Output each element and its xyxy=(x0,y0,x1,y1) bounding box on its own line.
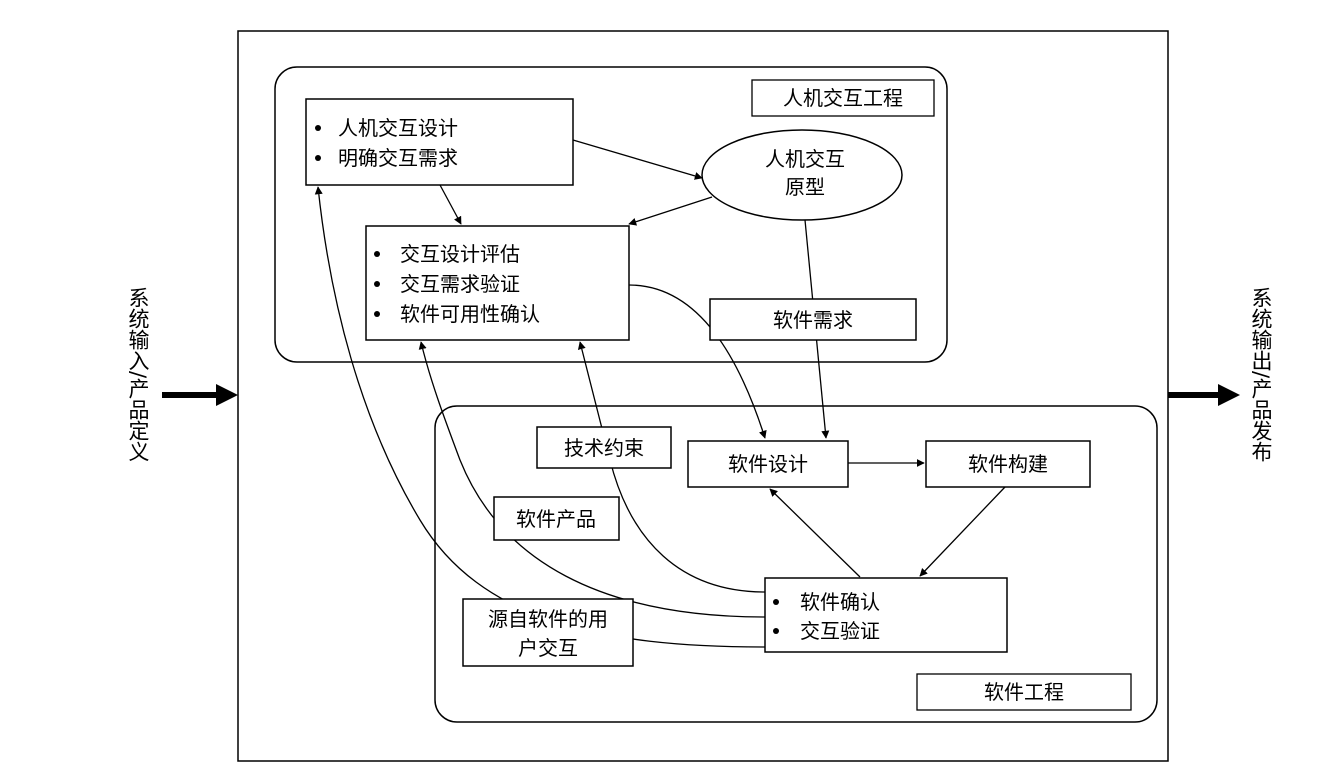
software-construction-box: 软件构建 xyxy=(925,440,1091,488)
hci-design-item: 明确交互需求 xyxy=(338,146,458,170)
hci-engineering-region xyxy=(274,66,948,363)
user-interaction-line: 源自软件的用 xyxy=(488,607,608,631)
bullet xyxy=(773,628,779,634)
bullet xyxy=(374,251,380,257)
software-design-box: 软件设计 xyxy=(687,440,849,488)
software-product-box: 软件产品 xyxy=(493,496,620,541)
bullet xyxy=(315,125,321,131)
technical-constraints-label: 技术约束 xyxy=(564,436,644,460)
hci-engineering-label: 人机交互工程 xyxy=(783,86,903,110)
evaluation-item: 交互设计评估 xyxy=(400,242,520,266)
input-arrow xyxy=(162,384,238,406)
hci-design-box: 人机交互设计 明确交互需求 xyxy=(305,98,574,186)
software-product-label: 软件产品 xyxy=(516,507,596,531)
user-interaction-from-software-box: 源自软件的用 户交互 xyxy=(462,598,634,667)
bullet xyxy=(773,599,779,605)
right-side-label: 系统输出/产品发布 xyxy=(1249,287,1273,463)
prototype-line: 人机交互 xyxy=(765,147,845,171)
software-confirmation-box: 软件确认 交互验证 xyxy=(764,577,1008,653)
confirmation-item: 软件确认 xyxy=(800,590,880,614)
software-requirements-label: 软件需求 xyxy=(773,308,853,332)
bullet xyxy=(315,155,321,161)
evaluation-item: 交互需求验证 xyxy=(400,272,520,296)
software-requirements-box: 软件需求 xyxy=(709,298,917,341)
evaluation-item: 软件可用性确认 xyxy=(400,302,540,326)
confirmation-item: 交互验证 xyxy=(800,619,880,643)
hci-prototype: 人机交互 原型 xyxy=(701,129,903,221)
user-interaction-line: 户交互 xyxy=(518,636,578,660)
bullet xyxy=(374,281,380,287)
hci-evaluation-box: 交互设计评估 交互需求验证 软件可用性确认 xyxy=(365,225,630,341)
output-arrow xyxy=(1168,384,1240,406)
software-construction-label: 软件构建 xyxy=(968,452,1048,476)
software-design-label: 软件设计 xyxy=(728,452,808,476)
software-engineering-label-box xyxy=(916,673,1132,711)
hci-design-item: 人机交互设计 xyxy=(338,116,458,140)
software-engineering-region xyxy=(434,405,1158,723)
prototype-line: 原型 xyxy=(785,175,825,199)
connectors xyxy=(314,139,1006,648)
software-engineering-label: 软件工程 xyxy=(984,680,1064,704)
hci-engineering-label-box xyxy=(751,79,935,117)
technical-constraints-box: 技术约束 xyxy=(536,426,672,469)
left-side-label: 系统输入/产品定义 xyxy=(126,287,150,462)
bullet xyxy=(374,311,380,317)
